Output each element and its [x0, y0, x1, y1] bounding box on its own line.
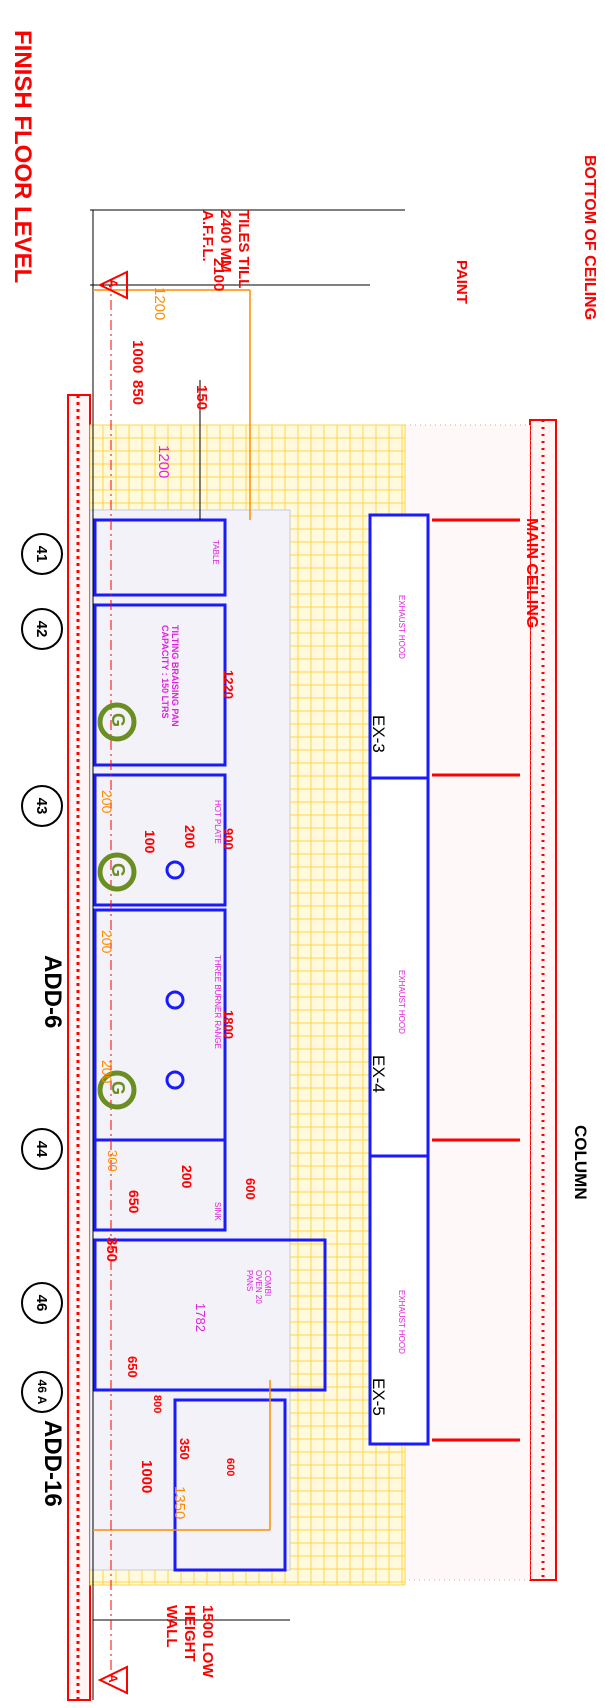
equip-42-badge: 42: [21, 608, 63, 650]
wall-panel: [89, 509, 291, 1571]
equip-44-badge: 44: [21, 1128, 63, 1170]
section-marker-bottom: A: [106, 1674, 120, 1683]
dim-1000-bottom: 1000: [138, 1460, 155, 1494]
add-6-label: ADD-6: [39, 955, 66, 1029]
dim-1200-top: 1200: [151, 287, 168, 321]
dim-200-c: 200: [99, 1060, 115, 1084]
dim-350: 350: [177, 1438, 192, 1460]
dim-200-e: 200: [179, 1165, 195, 1189]
dim-1200-mid: 1200: [155, 445, 172, 479]
hood-ex3-label: EXHAUST HOOD: [397, 595, 406, 659]
equip-44-name: SINK: [213, 1202, 222, 1221]
main-ceiling-label: MAIN CEILING: [523, 518, 540, 629]
gas-marker-1: G: [108, 713, 128, 728]
paint-label: PAINT: [453, 260, 470, 304]
dim-600: 600: [243, 1178, 258, 1200]
orange-dims: [93, 289, 271, 1531]
dim-2100: 2100: [210, 258, 227, 292]
dim-1000: 1000: [129, 340, 146, 374]
dimension-lines: [90, 209, 405, 1700]
dim-200-b: 200: [99, 930, 115, 954]
equip-43-name: HOT PLATE: [213, 800, 222, 844]
equip-46-name: COMBI OVEN 20 PANS: [245, 1270, 272, 1304]
hood-ex4-label: EXHAUST HOOD: [397, 970, 406, 1034]
dim-200-d: 200: [182, 825, 198, 849]
dim-200-a: 200: [99, 790, 115, 814]
dim-850: 850: [129, 380, 146, 406]
equip-42-name: TILTING BRAISING PAN CAPACITY : 150 LTRS: [160, 625, 180, 727]
hood-ex3-tag: EX-3: [369, 715, 388, 753]
gas-markers: [97, 702, 137, 1110]
dim-650-b: 650: [126, 1190, 142, 1214]
dim-150: 150: [193, 385, 210, 411]
section-marker-top: A: [106, 279, 120, 288]
equip-46a-badge: 46 A: [21, 1371, 63, 1413]
equip-43-badge: 43: [21, 785, 63, 827]
equip-46-badge: 46: [21, 1282, 63, 1324]
dim-900: 900: [221, 828, 236, 850]
dim-1350: 1350: [171, 1486, 188, 1520]
finish-floor-label: FINISH FLOOR LEVEL: [9, 30, 36, 284]
gas-marker-3: G: [108, 1081, 128, 1096]
low-wall-note: 1500 LOW HEIGHT WALL: [163, 1605, 216, 1678]
gas-marker-2: G: [108, 863, 128, 878]
dim-100: 100: [142, 830, 158, 854]
hood-ex5-tag: EX-5: [369, 1378, 388, 1416]
dim-600-b: 600: [224, 1458, 236, 1477]
section-markers: [97, 270, 128, 1695]
floor-slab: [67, 394, 91, 1701]
dim-800: 800: [151, 1395, 163, 1414]
equip-41-name: TABLE: [211, 540, 220, 565]
range-name: THREE BURNER RANGE: [213, 955, 222, 1049]
column-label: COLUMN: [571, 1125, 590, 1200]
dim-1800: 1800: [221, 1010, 236, 1039]
dim-650: 650: [125, 1356, 140, 1378]
add-16-label: ADD-16: [39, 1420, 66, 1507]
hood-ex5-label: EXHAUST HOOD: [397, 1290, 406, 1354]
dim-300: 300: [105, 1150, 120, 1172]
hood-ex4-tag: EX-4: [369, 1055, 388, 1093]
exhaust-hoods: [368, 513, 520, 1446]
dim-1220: 1220: [221, 670, 236, 699]
ceiling-slab: [529, 419, 557, 1581]
equip-41-badge: 41: [21, 533, 63, 575]
dim-350-b: 350: [103, 1237, 120, 1263]
equipment-outlines: [93, 518, 327, 1572]
bottom-ceiling-label: BOTTOM OF CEILING: [581, 155, 598, 321]
dim-1782: 1782: [193, 1303, 208, 1332]
